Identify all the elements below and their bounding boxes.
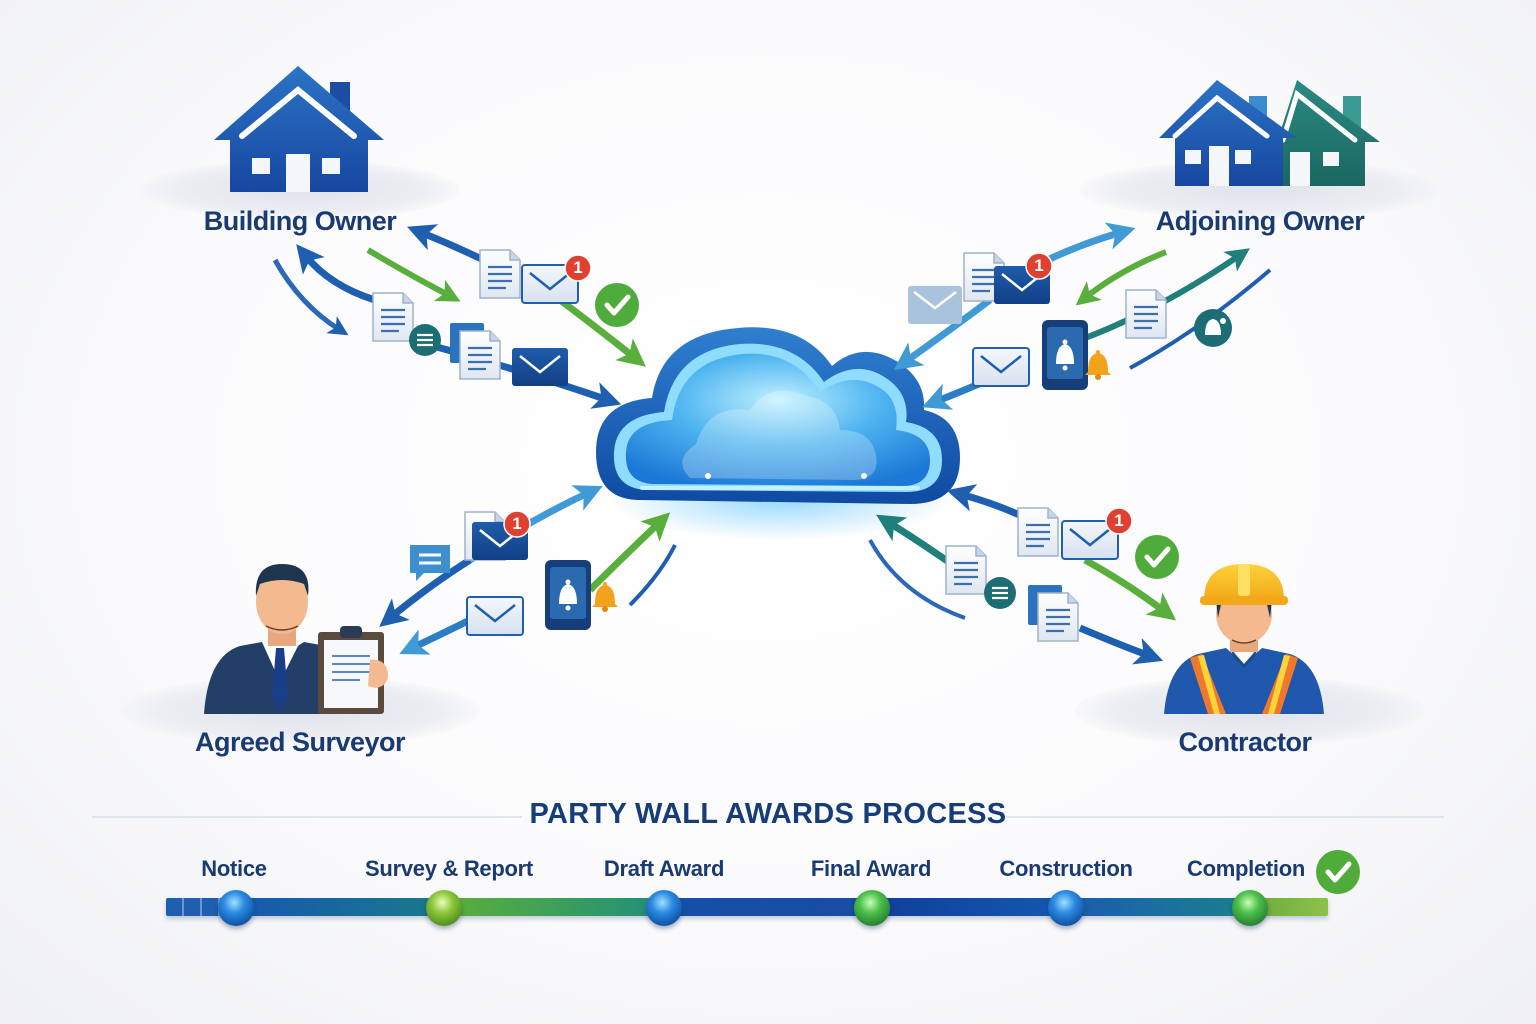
envelope-icon [510, 346, 570, 388]
step-label-completion: Completion [1187, 856, 1305, 881]
surveyor-with-clipboard-icon [204, 564, 388, 714]
arrow-curve [628, 544, 677, 607]
arrow-from-building-owner [272, 258, 349, 336]
arrow-green-to-cloud [557, 297, 646, 367]
arrow-curve [868, 539, 966, 620]
bell-icon [1085, 350, 1111, 380]
phone-notification-icon [545, 560, 591, 630]
document-stack-icon [450, 323, 500, 379]
arrow-to-agreed-surveyor [379, 557, 472, 627]
step-node-draft-award[interactable] [646, 890, 682, 926]
check-circle-icon [1135, 535, 1179, 579]
document-icon [1124, 288, 1168, 340]
timeline-track [1066, 898, 1246, 916]
arrow-green-to-contractor [1083, 556, 1177, 621]
notification-badge-count: 1 [1114, 511, 1124, 530]
step-label-draft-award: Draft Award [603, 856, 725, 881]
building-owner-label: Building Owner [203, 206, 397, 236]
agreed-surveyor-label: Agreed Surveyor [194, 727, 406, 757]
document-stack-icon [1028, 585, 1078, 641]
notification-badge-count: 1 [1034, 256, 1044, 275]
adjoining-owner-label: Adjoining Owner [1155, 206, 1365, 236]
chat-bubble-icon [982, 575, 1018, 611]
step-node-survey-report[interactable] [426, 890, 462, 926]
step-node-construction[interactable] [1048, 890, 1084, 926]
arrow-to-contractor [1078, 624, 1164, 665]
arrow-to-cloud [893, 297, 993, 371]
step-label-construction: Construction [999, 856, 1133, 881]
notification-badge-count: 1 [573, 258, 583, 277]
step-label-survey-report: Survey & Report [365, 856, 533, 881]
arrow-green-to-cloud [587, 512, 671, 593]
timeline-track [236, 898, 449, 916]
step-label-notice: Notice [201, 856, 267, 881]
timeline-track [664, 898, 871, 916]
document-icon [478, 248, 522, 300]
envelope-icon [971, 346, 1031, 388]
bell-icon [1194, 309, 1232, 347]
contractor-label: Contractor [1178, 727, 1312, 757]
step-node-final-award[interactable] [854, 890, 890, 926]
envelope-icon [465, 595, 525, 637]
timeline-track [449, 898, 664, 916]
cloud-icon [596, 327, 960, 540]
notification-badge-count: 1 [512, 514, 522, 533]
house-icon [214, 66, 384, 192]
phone-notification-icon [1042, 320, 1088, 390]
step-node-completion[interactable] [1232, 890, 1268, 926]
step-node-notice[interactable] [218, 890, 254, 926]
construction-worker-icon [1164, 564, 1324, 714]
arrow-to-building-owner [296, 244, 377, 304]
title-divider-right [1006, 816, 1444, 818]
envelope-icon [906, 284, 964, 326]
process-title: PARTY WALL AWARDS PROCESS [529, 798, 1007, 830]
check-circle-icon [1316, 850, 1360, 894]
arrow-green [366, 247, 461, 302]
chat-bubble-icon [407, 322, 443, 358]
document-icon [944, 544, 988, 596]
check-circle-icon [595, 283, 639, 327]
arrow-green [1075, 249, 1168, 306]
title-divider-left [92, 816, 522, 818]
document-icon [371, 291, 415, 343]
document-icon [1016, 506, 1060, 558]
two-houses-icon [1159, 80, 1380, 186]
step-label-final-award: Final Award [810, 856, 932, 881]
timeline-track [871, 898, 1066, 916]
